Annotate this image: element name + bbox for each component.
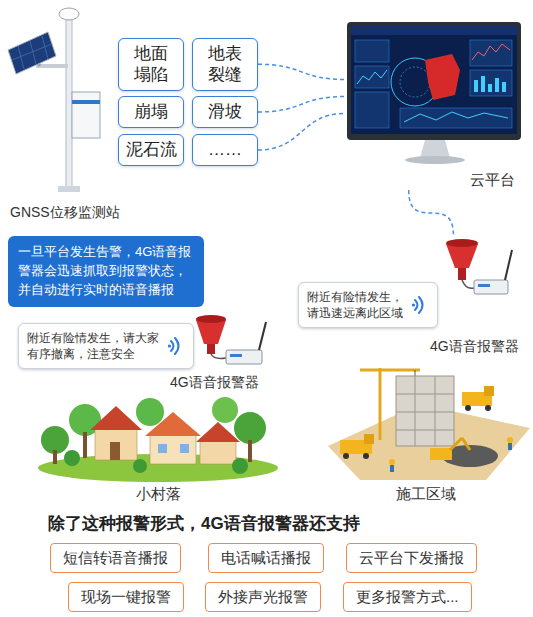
village (38, 397, 278, 482)
section-heading: 除了这种报警形式，4G语音报警器还支持 (48, 512, 360, 535)
hazard-box: …… (192, 134, 258, 166)
alarm-option: 外接声光报警 (205, 582, 321, 612)
dashed-connector (258, 114, 345, 151)
illustration-node: 施工区域 (322, 358, 530, 504)
station-label: GNSS位移监测站 (10, 204, 120, 222)
alarm-option: 现场一键报警 (68, 582, 184, 612)
illustration-node: 云平台 (345, 20, 527, 190)
construction-site (328, 368, 530, 480)
node-text: 外接声光报警 (218, 587, 308, 607)
alarm-option: 云平台下发播报 (346, 543, 477, 573)
dashed-connector (258, 97, 345, 113)
node-text: 附近有险情发生，请大家有序撤离，注意安全 (27, 330, 163, 362)
alarm-option: 更多报警方式... (343, 582, 472, 612)
node-text: …… (208, 139, 242, 160)
note-box: 一旦平台发生告警，4G语音报警器会迅速抓取到报警状态，并自动进行实时的语音播报 (8, 236, 204, 307)
alarm-option: 电话喊话播报 (208, 543, 324, 573)
alarm-label: 4G语音报警器 (430, 338, 519, 356)
node-text: 附近有险情发生，请迅速远离此区域 (307, 289, 407, 321)
node-text: 云平台下发播报 (359, 548, 464, 568)
node-text: 短信转语音播报 (63, 548, 168, 568)
illustration-node: 4G语音报警器 (168, 310, 278, 392)
hazard-box: 地面塌陷 (118, 38, 184, 91)
node-text: 崩塌 (134, 101, 168, 122)
hazard-box: 地表裂缝 (192, 38, 258, 91)
hazard-box: 泥石流 (118, 134, 184, 166)
hazard-box: 崩塌 (118, 96, 184, 128)
alarm-horn (446, 239, 512, 294)
dashed-connector (258, 64, 345, 79)
cloud-monitor (347, 22, 521, 164)
hazard-box: 滑坡 (192, 96, 258, 128)
illustration-node: 4G语音报警器 (428, 236, 530, 356)
node-text: 地面塌陷 (132, 43, 169, 86)
node-text: 一旦平台发生告警，4G语音报警器会迅速抓取到报警状态，并自动进行实时的语音播报 (18, 243, 194, 300)
alarm-option: 短信转语音播报 (50, 543, 181, 573)
area-label: 小村落 (38, 485, 278, 504)
dashed-connector (409, 190, 454, 236)
node-text: 更多报警方式... (356, 587, 459, 607)
alarm-label: 4G语音报警器 (170, 374, 259, 392)
area-label: 施工区域 (322, 485, 530, 504)
speech-bubble: 附近有险情发生，请大家有序撤离，注意安全 (18, 323, 194, 369)
node-text: 现场一键报警 (81, 587, 171, 607)
node-text: 电话喊话播报 (221, 548, 311, 568)
signal-icon (412, 296, 430, 314)
platform-label: 云平台 (470, 171, 515, 190)
signal-icon (168, 337, 186, 355)
alarm-horn (196, 315, 266, 364)
node-text: 地表裂缝 (206, 43, 243, 86)
node-text: 滑坡 (208, 101, 242, 122)
speech-bubble: 附近有险情发生，请迅速远离此区域 (298, 282, 438, 328)
gnss-station (8, 8, 100, 192)
node-text: 泥石流 (126, 139, 177, 160)
illustration-node: 小村落 (38, 392, 278, 504)
